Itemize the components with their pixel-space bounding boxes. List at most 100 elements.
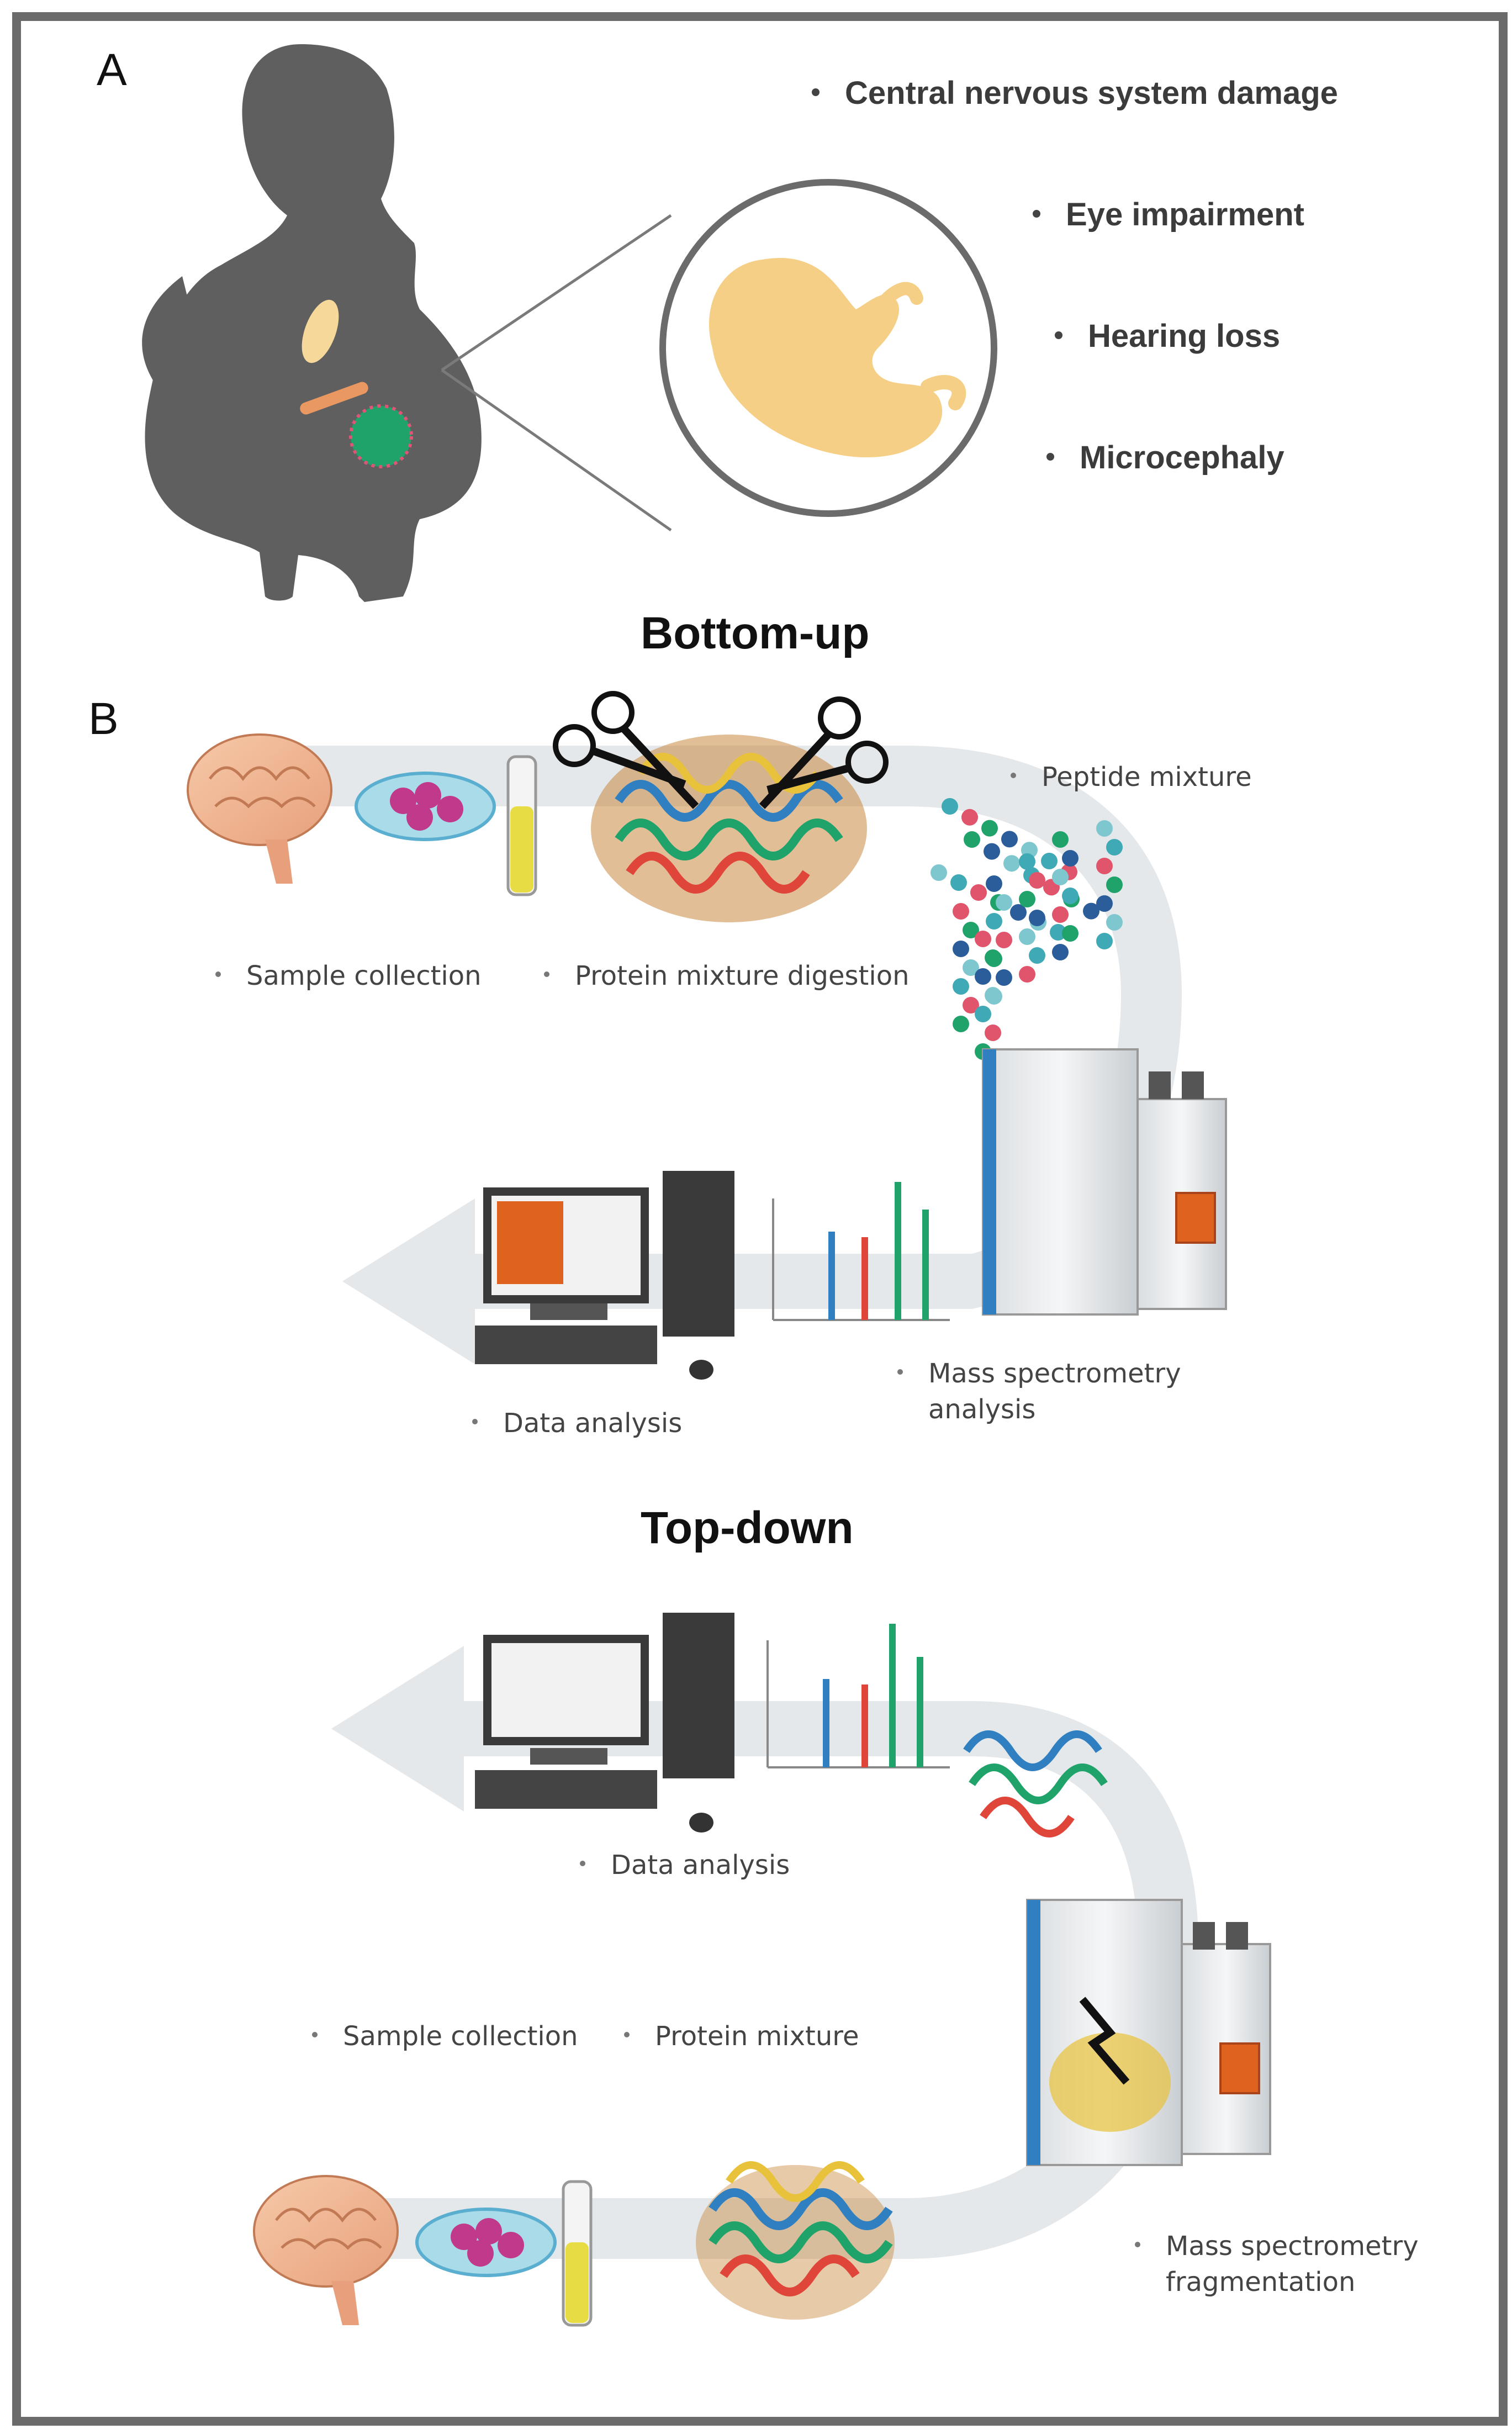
peptide-bead [1062,925,1079,942]
peptide-bead [963,922,979,938]
effect-item: Hearing loss [1055,318,1280,355]
peptide-bead [975,1006,991,1022]
peptide-bead [1052,906,1069,923]
effect-label: Central nervous system damage [845,75,1338,111]
petri-dish-icon [415,2208,557,2277]
peptide-bead [985,987,1001,1004]
bullet-icon [624,2032,630,2037]
step-label-protein-digestion: Protein mixture digestion [544,958,909,994]
bullet-icon [580,1861,585,1866]
peptide-bead [1052,944,1069,960]
effect-item: Eye impairment [1033,196,1304,233]
peptide-bead [985,1025,1001,1041]
peptide-bead [1019,966,1035,983]
peptide-bead [996,969,1012,986]
peptide-bead [996,894,1012,911]
peptide-bead [986,875,1002,892]
peptide-bead [1106,876,1123,893]
effect-label: Microcephaly [1080,440,1284,476]
bullet-icon [215,971,221,977]
peptide-bead [1019,891,1035,907]
brain-icon [187,733,332,884]
peptide-bead [1052,869,1069,885]
panel-a-letter: A [97,45,127,95]
peptide-bead [1062,850,1079,867]
computer-icon [475,1613,734,1833]
peptide-bead [986,913,1002,930]
mass-spectrum-chart [772,1182,950,1321]
peptide-bead [981,820,998,837]
bullet-icon [1135,2242,1140,2247]
panel-b-letter: B [88,694,119,744]
peptide-bead [1106,839,1123,856]
peptide-bead [1106,914,1123,931]
peptide-bead [953,903,969,920]
peptide-bead [1050,924,1066,941]
peptide-bead [1029,910,1045,926]
peptide-bead [961,809,978,826]
test-tube-icon [506,755,537,896]
effect-label: Eye impairment [1066,197,1304,233]
petri-dish-icon [355,772,496,841]
protein-mixture-icon [696,2161,895,2320]
peptide-bead [1062,888,1079,904]
step-label-peptide-mixture: Peptide mixture [1011,759,1252,795]
peptide-bead [953,941,969,957]
peptide-bead [1096,933,1113,949]
bottom-up-title: Bottom-up [641,608,870,658]
mass-spectrometer-icon [1026,1899,1271,2166]
figure-frame [12,12,1508,2426]
peptide-bead [1001,831,1018,848]
scissors-icon [759,696,889,809]
peptide-bead [953,978,969,995]
test-tube-icon [562,2180,593,2327]
peptide-bead [1083,902,1099,920]
step-label-ms-fragmentation: Mass spectrometry fragmentation [1135,2229,1419,2300]
fetus-circle [659,179,997,517]
bullet-icon [1055,331,1062,339]
peptide-bead [931,864,947,881]
pregnant-woman-silhouette [142,44,482,602]
bullet-icon [544,971,549,977]
peptide-bead [963,997,979,1013]
peptide-bead [950,874,967,891]
peptide-bead [942,798,958,815]
peptide-bead [975,968,991,985]
peptide-bead [984,843,1000,860]
effect-label: Hearing loss [1088,318,1281,354]
peptide-bead [953,1016,969,1032]
peptide-bead [1096,858,1113,874]
peptide-bead [1019,853,1035,870]
peptide-bead [1041,853,1058,869]
peptide-bead [970,884,987,901]
zoom-lines [441,214,672,532]
scissors-icon [553,691,699,809]
protein-structure-icon [963,1730,1108,1837]
bullet-icon [312,2032,318,2037]
step-label-sample-collection: Sample collection [215,958,482,994]
peptide-bead [963,959,979,976]
bullet-icon [897,1369,903,1375]
peptide-bead [1003,855,1020,872]
top-down-flow-arrow [331,1646,1198,2259]
peptide-bead [1029,947,1045,964]
peptide-bead [1096,820,1113,837]
bullet-icon [1033,209,1040,218]
bullet-icon [472,1419,478,1424]
step-label-ms-analysis: Mass spectrometry analysis [897,1356,1181,1428]
effect-item: Microcephaly [1046,439,1284,476]
brain-icon [253,2175,399,2325]
peptide-bead [964,831,980,848]
step-label-data-analysis: Data analysis [472,1406,682,1441]
step-label-protein-mixture: Protein mixture [624,2019,859,2055]
peptide-bead [1029,872,1045,889]
peptide-bead [1052,831,1069,848]
step-label-data-analysis: Data analysis [580,1847,790,1883]
step-label-sample-collection: Sample collection [312,2019,578,2055]
peptide-bead [985,949,1001,966]
peptide-bead [975,931,991,947]
peptide-bead [1019,928,1035,945]
bullet-icon [1046,452,1054,461]
mass-spectrometer-icon [982,1048,1227,1316]
